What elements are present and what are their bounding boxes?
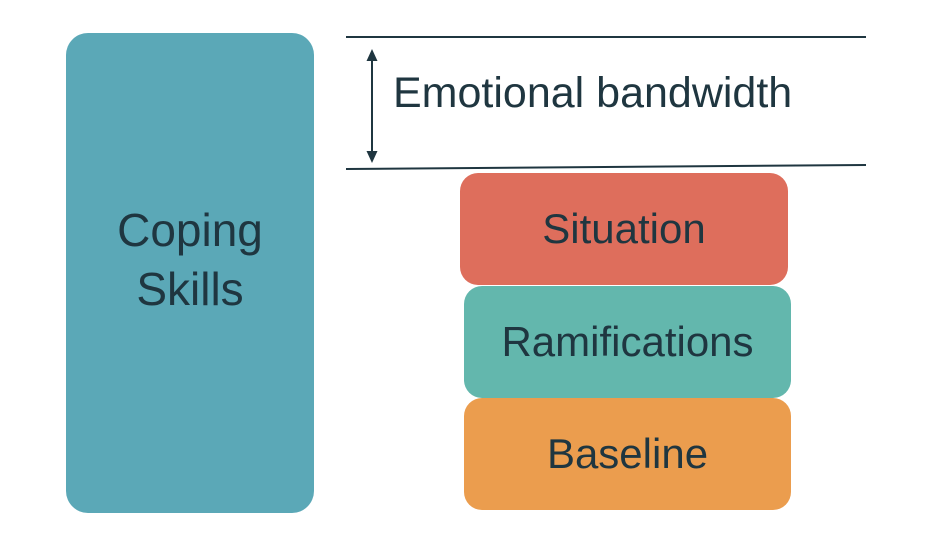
coping-skills-line-1: Coping [117,204,263,257]
baseline-box: Baseline [464,398,791,510]
coping-skills-label: Coping Skills [117,201,263,319]
bandwidth-bottom-line [345,164,867,170]
situation-box: Situation [460,173,788,285]
coping-skills-line-2: Skills [136,263,244,315]
bandwidth-arrow-head-up [366,49,378,61]
coping-skills-box: Coping Skills [66,33,314,513]
emotional-bandwidth-label: Emotional bandwidth [393,69,793,117]
situation-label: Situation [542,205,706,252]
baseline-label: Baseline [546,430,709,477]
ramifications-box: Ramifications [464,286,791,398]
ramifications-label: Ramifications [501,318,754,365]
bandwidth-arrow-head-down [366,151,378,163]
